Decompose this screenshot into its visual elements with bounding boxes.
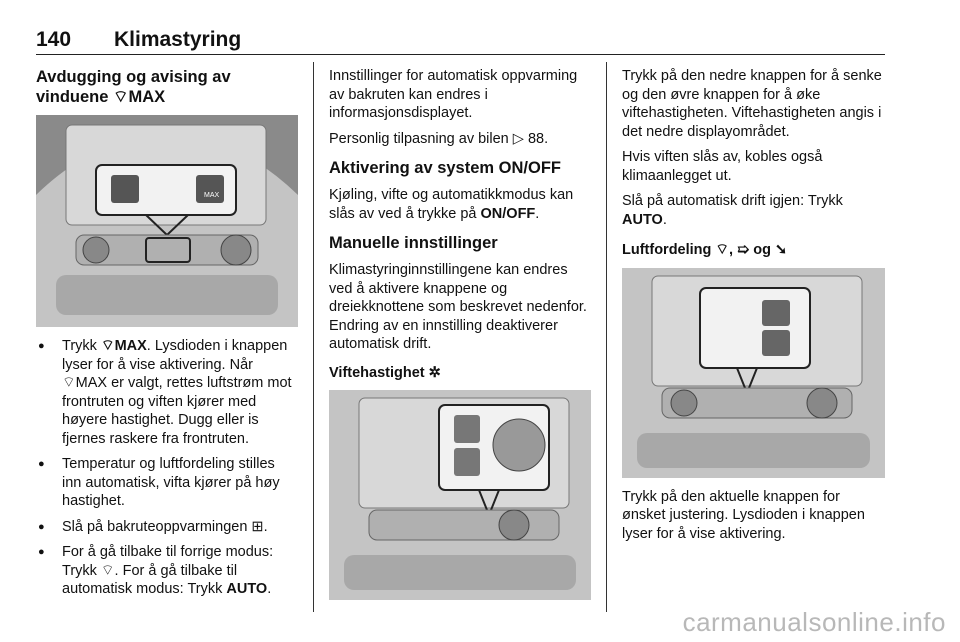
max-label: MAX: [204, 192, 220, 199]
paragraph: Personlig tilpasning av bilen ▷ 88.: [329, 130, 549, 147]
list-item: Slå på bakruteoppvarmingen ⊞.: [36, 518, 298, 537]
figure-air-distribution-buttons: [622, 267, 885, 478]
figure-fan-speed-buttons: [329, 390, 591, 600]
page-header: 140 Klimastyring: [36, 28, 885, 55]
page-title: Klimastyring: [114, 28, 242, 51]
column-1: Avdugging og avising av vinduene ⌔MAX MA…: [36, 67, 298, 606]
column-3: Trykk på den nedre knappen for å senke o…: [622, 67, 887, 550]
figure-max-defrost-buttons: MAX: [36, 115, 298, 327]
column-2: Innstillinger for automatisk oppvarming …: [329, 67, 592, 610]
list-item: For å gå tilbake til forrige modus: Tryk…: [36, 543, 298, 599]
list-item: Trykk ⌔MAX. Lysdioden i knappen lyser fo…: [36, 337, 298, 448]
paragraph: Kjøling, vifte og automatikkmodus kan sl…: [329, 187, 574, 222]
list-item: Temperatur og luftfordeling stilles inn …: [36, 455, 298, 511]
column-divider: [313, 62, 314, 612]
subheading-air-distribution: Luftfordeling ⌔, ➯ og ➘: [622, 242, 788, 258]
paragraph: Hvis viften slås av, kobles også klimaan…: [622, 149, 823, 184]
section-heading-defog: Avdugging og avising av vinduene ⌔MAX: [36, 68, 231, 106]
bullet-list: Trykk ⌔MAX. Lysdioden i knappen lyser fo…: [36, 337, 298, 599]
paragraph: Trykk på den aktuelle knappen for ønsket…: [622, 488, 865, 542]
page-number: 140: [36, 28, 72, 51]
watermark: carmanualsonline.info: [682, 607, 946, 637]
subheading-fan-speed: Viftehastighet ✲: [329, 364, 441, 381]
paragraph: Klimastyringinnstillingene kan endres ve…: [329, 262, 587, 352]
column-divider: [606, 62, 607, 612]
section-heading-activation: Aktivering av system ON/OFF: [329, 159, 561, 177]
paragraph: Slå på automatisk drift igjen: Trykk AUT…: [622, 193, 843, 228]
paragraph: Innstillinger for automatisk oppvarming …: [329, 68, 578, 121]
section-heading-manual: Manuelle innstillinger: [329, 234, 498, 252]
paragraph: Trykk på den nedre knappen for å senke o…: [622, 68, 882, 140]
